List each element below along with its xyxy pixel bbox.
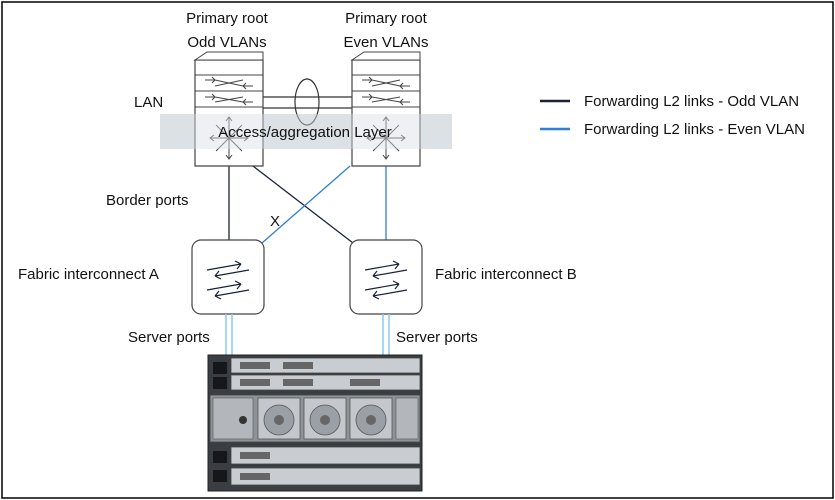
fabric-a-label: Fabric interconnect A (18, 266, 159, 283)
link-even-cross (261, 165, 351, 244)
blocked-link-marker: X (270, 213, 280, 230)
fabric-interconnect-icon-b (349, 239, 423, 315)
server-links (225, 314, 390, 356)
server-ports-right-label: Server ports (396, 329, 478, 346)
fabric-interconnect-icon-a (191, 239, 265, 315)
blade-chassis-icon (207, 354, 423, 492)
port-channel-ellipse (294, 78, 320, 126)
root-even-line1: Primary root (345, 10, 428, 27)
link-odd-cross (252, 165, 354, 244)
uplinks (228, 165, 387, 244)
layer-label: Access/aggregation Layer (218, 124, 391, 141)
band-overlay (160, 114, 452, 149)
border-ports-label: Border ports (106, 192, 189, 209)
lan-label: LAN (134, 94, 163, 111)
legend-odd-label: Forwarding L2 links - Odd VLAN (584, 93, 799, 110)
legend-even-label: Forwarding L2 links - Even VLAN (584, 121, 805, 138)
multilayer-switch-icon-odd (193, 51, 264, 167)
inter-switch-links (263, 78, 352, 126)
fabric-b-label: Fabric interconnect B (435, 266, 577, 283)
multilayer-switch-icon-even (350, 51, 421, 167)
root-even-line2: Even VLANs (343, 34, 428, 51)
root-odd-line1: Primary root (186, 10, 269, 27)
server-ports-left-label: Server ports (128, 329, 210, 346)
root-odd-line2: Odd VLANs (187, 34, 266, 51)
